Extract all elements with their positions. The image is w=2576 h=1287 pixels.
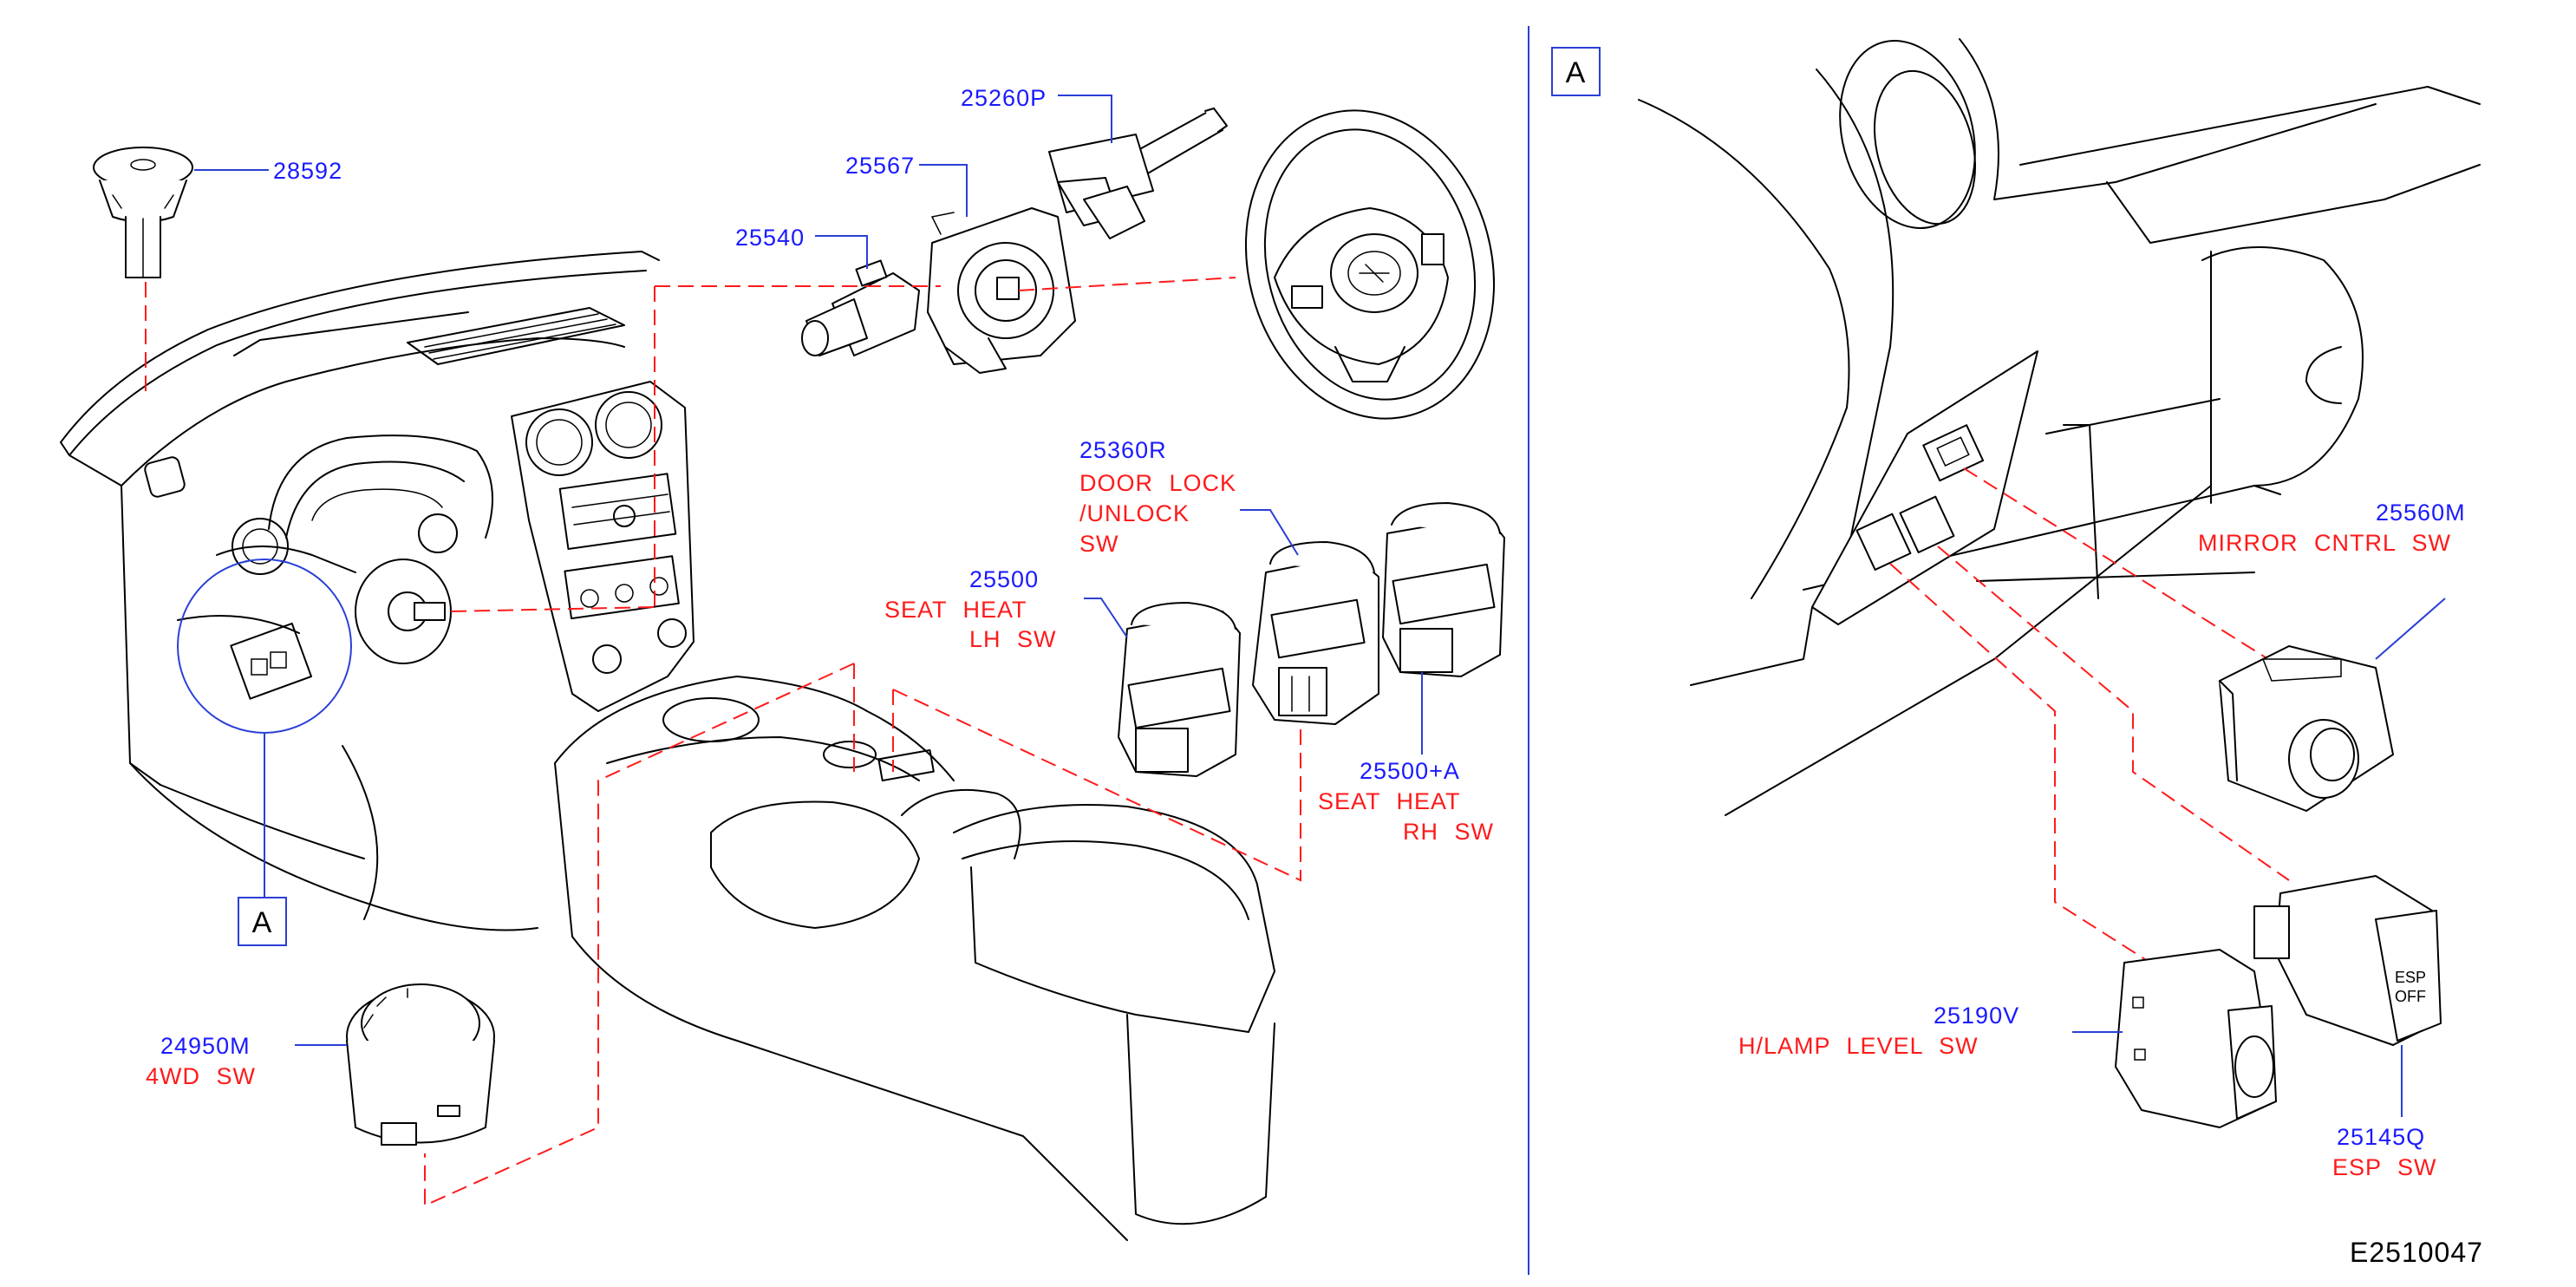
wiper-switch-part-25260p	[1048, 108, 1228, 239]
part-desc-25500a-line2: RH SW	[1403, 819, 1494, 845]
esp-button-label-1: ESP	[2395, 969, 2426, 986]
seat-heat-rh-switch-part-25500a	[1382, 502, 1505, 677]
part-number-25540: 25540	[735, 225, 805, 251]
part-number-25145q: 25145Q	[2337, 1124, 2425, 1150]
part-desc-25500-line2: LH SW	[969, 626, 1057, 652]
detail-a-circle	[177, 559, 352, 734]
detail-a-dashboard-closeup	[1638, 38, 2481, 816]
callout-a-left: A	[252, 906, 272, 939]
steering-wheel-illustration	[1244, 109, 1496, 420]
dashboard-illustration	[60, 251, 1275, 1241]
headlamp-level-switch-part-25190v	[2115, 949, 2277, 1128]
part-desc-25560m: MIRROR CNTRL SW	[2198, 530, 2451, 556]
cruise-switch-part-25540	[801, 259, 920, 356]
part-number-25190v: 25190V	[1934, 1003, 2019, 1029]
document-code: E2510047	[2350, 1237, 2483, 1268]
esp-button-label-2: OFF	[2395, 988, 2426, 1005]
4wd-switch-part-24950m	[346, 983, 495, 1146]
part-number-25500a: 25500+A	[1360, 758, 1460, 784]
spiral-cable-part-25567	[927, 207, 1076, 374]
callout-a-box-left	[238, 897, 287, 946]
door-lock-switch-part-25360r	[1252, 541, 1379, 725]
part-number-24950m: 24950M	[160, 1033, 251, 1059]
callout-a-right: A	[1566, 56, 1586, 89]
part-number-25360r: 25360R	[1079, 437, 1167, 463]
part-number-25560m: 25560M	[2376, 500, 2466, 526]
part-number-28592: 28592	[273, 158, 342, 184]
clip-part-28592	[93, 147, 193, 278]
part-desc-25145q: ESP SW	[2332, 1154, 2437, 1180]
mirror-control-switch-part-25560m	[2219, 645, 2394, 812]
part-desc-25190v: H/LAMP LEVEL SW	[1738, 1033, 1979, 1059]
part-desc-25500a-line1: SEAT HEAT	[1318, 788, 1461, 814]
part-desc-25360r-line3: SW	[1079, 531, 1119, 557]
part-desc-25360r-line2: /UNLOCK	[1079, 500, 1190, 526]
part-number-25260p: 25260P	[961, 85, 1047, 111]
part-desc-25360r-line1: DOOR LOCK	[1079, 470, 1236, 496]
callout-a-box-right	[1551, 47, 1601, 96]
part-number-25567: 25567	[845, 153, 915, 179]
part-desc-25500-line1: SEAT HEAT	[884, 597, 1027, 623]
seat-heat-lh-switch-part-25500	[1118, 602, 1241, 777]
part-desc-24950m: 4WD SW	[146, 1063, 256, 1089]
esp-switch-part-25145q	[2253, 875, 2442, 1046]
part-number-25500: 25500	[969, 566, 1039, 592]
